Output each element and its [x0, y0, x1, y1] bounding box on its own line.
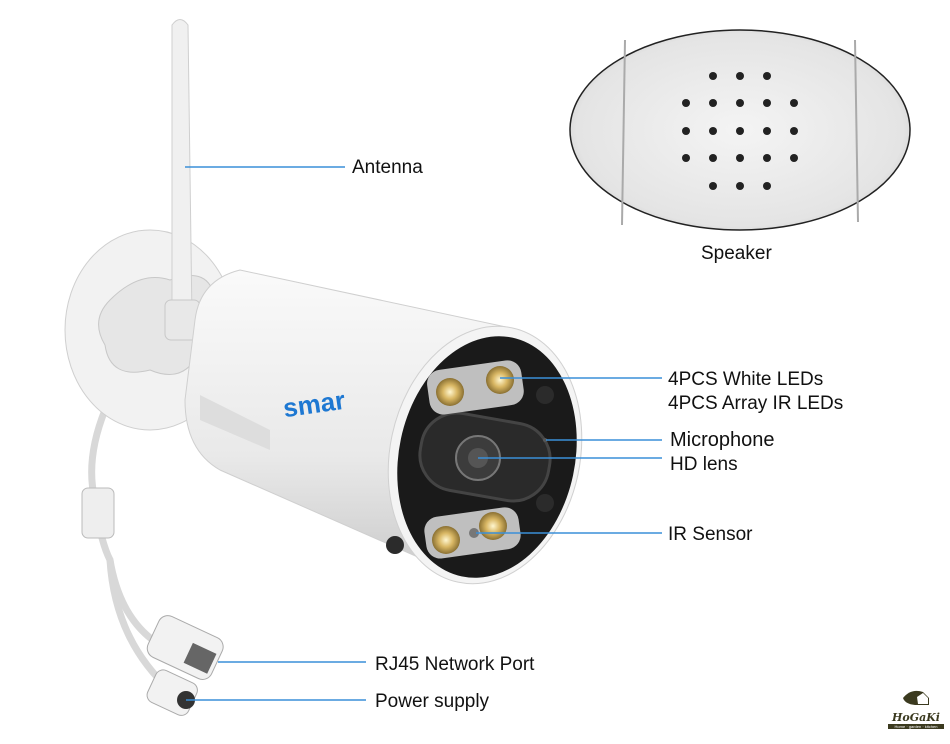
brand-logo: smar — [281, 384, 347, 424]
white-leds-label: 4PCS White LEDs — [668, 369, 824, 390]
hd-lens-label: HD lens — [670, 454, 738, 475]
speaker-label: Speaker — [701, 243, 772, 264]
ir-sensor-label: IR Sensor — [668, 524, 753, 545]
ir-leds-label: 4PCS Array IR LEDs — [668, 393, 844, 414]
leaf-house-icon — [903, 690, 929, 705]
rj45-label: RJ45 Network Port — [375, 654, 535, 675]
watermark-logo: HoGaKi Home · garden · kitchen — [888, 688, 944, 729]
power-connector — [146, 669, 198, 716]
cable-splitter — [81, 487, 115, 539]
antenna-label: Antenna — [352, 157, 423, 178]
leader-lines — [185, 166, 662, 701]
antenna — [164, 19, 201, 341]
watermark-tagline: Home · garden · kitchen — [888, 724, 944, 729]
power-label: Power supply — [375, 691, 490, 712]
rj45-connector — [146, 615, 224, 680]
watermark-name: HoGaKi — [892, 711, 940, 724]
speaker-closeup — [569, 29, 911, 231]
camera-body — [184, 269, 583, 585]
microphone-label: Microphone — [670, 429, 775, 451]
